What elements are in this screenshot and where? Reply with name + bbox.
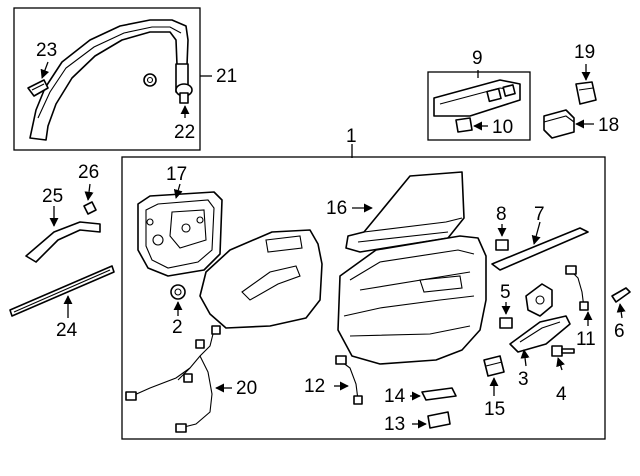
part-7-applique xyxy=(491,227,589,271)
callout-26: 26 xyxy=(78,162,99,183)
part-24-belt-weatherstrip xyxy=(9,265,115,317)
speaker-bracket xyxy=(525,283,553,317)
leader-23 xyxy=(40,61,50,79)
part-23-clip xyxy=(27,79,49,97)
callout-7: 7 xyxy=(534,204,545,225)
callout-21: 21 xyxy=(216,66,237,87)
callout-2: 2 xyxy=(172,317,183,338)
switch-group-frame xyxy=(427,71,531,141)
callout-11: 11 xyxy=(576,329,596,350)
water-deflector xyxy=(199,229,323,329)
callout-22: 22 xyxy=(174,122,195,143)
part-2-clip xyxy=(170,284,186,300)
callout-6: 6 xyxy=(614,321,625,342)
callout-13: 13 xyxy=(384,414,405,435)
part-21-frame-seal xyxy=(29,19,189,141)
callout-4: 4 xyxy=(556,384,567,405)
callout-19: 19 xyxy=(574,42,595,63)
callout-12: 12 xyxy=(304,376,325,397)
leader-6 xyxy=(616,303,626,319)
callout-3: 3 xyxy=(518,369,529,390)
part-15-switch xyxy=(483,355,505,377)
part-19-switch xyxy=(575,81,597,105)
callout-25: 25 xyxy=(42,186,63,207)
leader-3 xyxy=(520,349,530,367)
part-13-pocket xyxy=(427,411,451,429)
callout-23: 23 xyxy=(36,40,57,61)
callout-10: 10 xyxy=(492,117,513,138)
part-11-harness xyxy=(565,265,589,311)
leader-17 xyxy=(173,183,183,199)
weatherstrip-group-frame xyxy=(13,7,201,151)
callout-17: 17 xyxy=(166,164,187,185)
part-20-wiring-harness xyxy=(125,325,221,433)
small-grommet xyxy=(143,73,157,87)
callout-1: 1 xyxy=(346,126,357,147)
part-3-handle-bezel xyxy=(509,315,571,353)
callout-16: 16 xyxy=(326,198,347,219)
callout-8: 8 xyxy=(496,204,507,225)
leader-26 xyxy=(84,183,94,201)
part-16-upper-trim xyxy=(345,171,465,253)
part-5-clip xyxy=(499,317,513,329)
part-1-door-trim-panel xyxy=(337,235,487,365)
part-9-switch-bezel xyxy=(433,79,521,117)
callout-18: 18 xyxy=(598,115,619,136)
part-12-harness xyxy=(335,355,363,405)
leader-7 xyxy=(531,221,541,245)
callout-24: 24 xyxy=(56,320,78,341)
callout-14: 14 xyxy=(384,386,406,407)
door-trim-group-frame xyxy=(121,156,606,440)
part-18-switch xyxy=(543,109,575,139)
part-26-clip xyxy=(83,201,97,215)
part-14-bracket xyxy=(421,387,457,401)
part-6-cap xyxy=(611,287,631,303)
part-8-clip xyxy=(495,239,509,251)
part-4-screw xyxy=(551,345,575,357)
part-22-push-pin xyxy=(175,83,193,104)
callout-15: 15 xyxy=(484,399,505,420)
part-25-molding xyxy=(25,221,101,263)
callout-5: 5 xyxy=(500,282,511,303)
callout-9: 9 xyxy=(472,48,483,69)
leader-4 xyxy=(556,357,565,371)
part-17-module-bracket xyxy=(137,191,223,277)
callout-20: 20 xyxy=(236,378,257,399)
part-10-switch-clip xyxy=(455,117,473,133)
